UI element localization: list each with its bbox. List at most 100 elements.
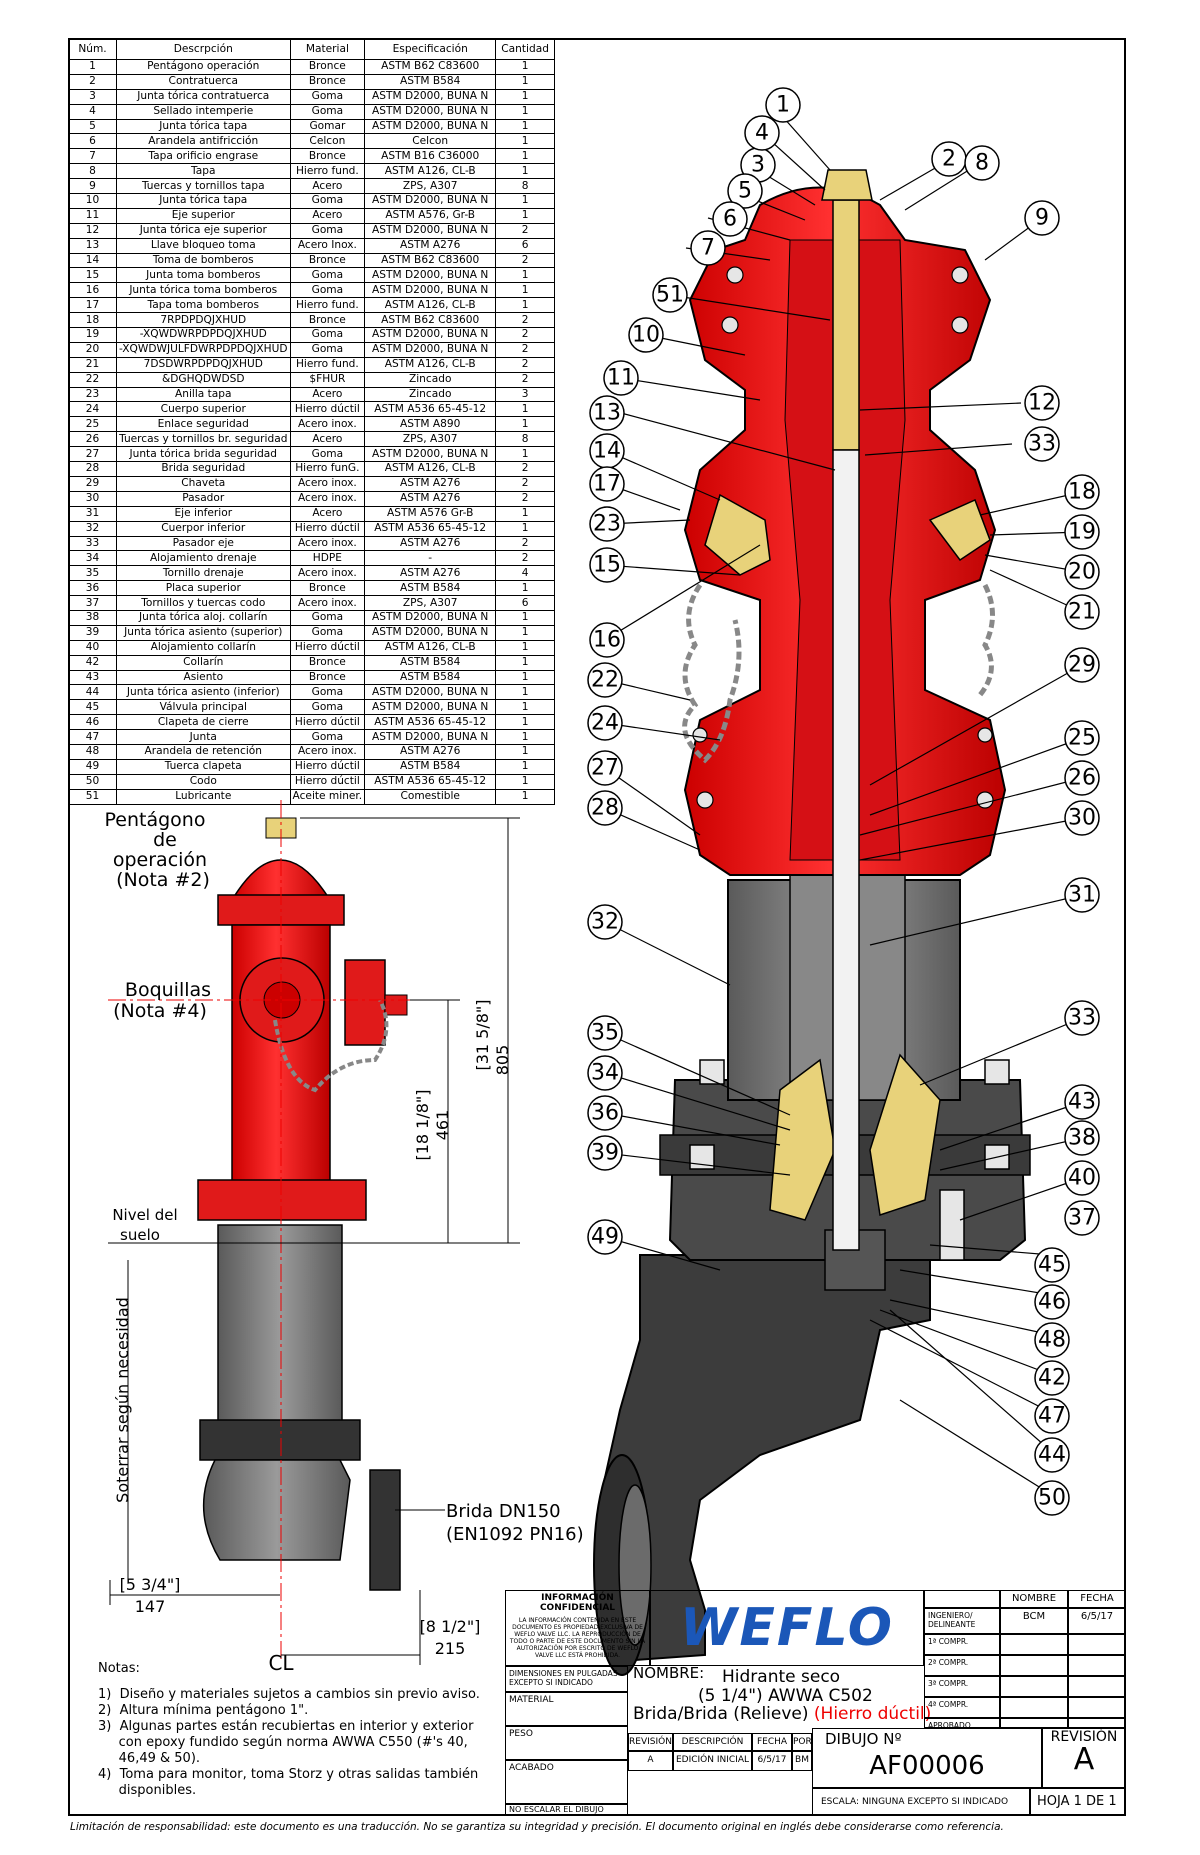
name-line3-text: Brida/Brida (Relieve) bbox=[633, 1704, 809, 1724]
approval-cell: INGENIERO/ DELINEANTE bbox=[924, 1608, 1000, 1634]
callout-circle bbox=[1064, 720, 1100, 756]
approval-cell: APROBADO bbox=[924, 1718, 1000, 1730]
confidential-title: INFORMACIÓN CONFIDENCIAL bbox=[539, 1593, 616, 1613]
callout-number: 34 bbox=[591, 1061, 619, 1086]
ground-label: Nivel del bbox=[112, 1206, 177, 1224]
ground-labels: Nivel del suelo bbox=[112, 1206, 177, 1244]
callout-circle bbox=[589, 622, 625, 658]
bom-cell: 51 bbox=[68, 788, 117, 805]
dim-total-in: [31 5/8"] bbox=[473, 999, 492, 1070]
callout-number: 16 bbox=[593, 628, 621, 653]
disclaimer: Limitación de responsabilidad: este docu… bbox=[70, 1821, 1004, 1833]
callout-circle bbox=[587, 750, 623, 786]
callout-number: 30 bbox=[1068, 806, 1096, 831]
nozzle-label: (Nota #4) bbox=[113, 1000, 207, 1022]
note-line: 4) Toma para monitor, toma Storz y otras… bbox=[98, 1767, 479, 1782]
callout-circle bbox=[744, 115, 780, 151]
callout-circle bbox=[1064, 877, 1100, 913]
upper-stem-11 bbox=[832, 199, 860, 451]
notes-title: Notas: bbox=[98, 1661, 140, 1676]
lower-stem-31 bbox=[832, 449, 860, 1251]
logo-box: WEFLO bbox=[650, 1590, 924, 1666]
callout-number: 23 bbox=[593, 512, 621, 537]
approval-cell bbox=[1068, 1676, 1126, 1697]
approval-cell: FECHA bbox=[1068, 1590, 1126, 1608]
dim-total-mm: 805 bbox=[493, 1045, 512, 1076]
callout-circle bbox=[1064, 554, 1100, 590]
note-line: 3) Algunas partes están recubiertas en i… bbox=[98, 1719, 474, 1734]
callout-circle bbox=[1064, 1084, 1100, 1120]
callout-number: 24 bbox=[591, 711, 619, 736]
callout-circle bbox=[1064, 760, 1100, 796]
side-labels: Pentágono de operación (Nota #2) Boquill… bbox=[105, 809, 212, 1022]
sheet-box: HOJA 1 DE 1 bbox=[1030, 1788, 1126, 1816]
dim-flange-in: [8 1/2"] bbox=[420, 1617, 481, 1636]
bom-cell: ASTM D2000, BUNA N bbox=[364, 267, 497, 284]
callout-number: 51 bbox=[656, 283, 684, 308]
operating-nut-label: Pentágono bbox=[105, 809, 206, 831]
note-line: disponibles. bbox=[98, 1783, 197, 1798]
centerline-label: CL bbox=[268, 1651, 294, 1675]
callout-number: 45 bbox=[1038, 1253, 1066, 1278]
callout-number: 37 bbox=[1068, 1206, 1096, 1231]
approval-cell bbox=[924, 1590, 1000, 1608]
note-line: 46,49 & 50). bbox=[98, 1751, 201, 1766]
callout-circle bbox=[603, 360, 639, 396]
units-box: DIMENSIONES EN PULGADAS EXCEPTO SI INDIC… bbox=[505, 1666, 628, 1692]
revision-box: REVISIÓN A bbox=[1042, 1728, 1126, 1788]
notes-list: 1) Diseño y materiales sujetos a cambios… bbox=[98, 1687, 498, 1799]
callout-circle bbox=[1064, 800, 1100, 836]
callout-number: 1 bbox=[776, 93, 790, 118]
bom-cell: Comestible bbox=[364, 788, 497, 805]
callout-circle bbox=[589, 395, 625, 431]
callout-circle bbox=[628, 317, 664, 353]
callout-circle bbox=[589, 547, 625, 583]
name-label: NOMBRE: bbox=[633, 1664, 705, 1682]
callout-number: 27 bbox=[591, 756, 619, 781]
callout-number: 36 bbox=[591, 1101, 619, 1126]
approval-cell bbox=[1068, 1655, 1126, 1676]
callout-circle bbox=[1064, 1160, 1100, 1196]
callout-circle bbox=[1034, 1322, 1070, 1358]
callout-number: 48 bbox=[1038, 1328, 1066, 1353]
bom-cell: 25 bbox=[68, 416, 117, 433]
callout-circle bbox=[1034, 1398, 1070, 1434]
callout-number: 6 bbox=[723, 207, 737, 232]
callout-circle bbox=[727, 173, 763, 209]
name-line3-red: (Hierro dúctil) bbox=[813, 1704, 932, 1724]
callout-circle bbox=[587, 1095, 623, 1131]
approval-cell bbox=[1068, 1634, 1126, 1655]
valve-seat-43 bbox=[769, 1058, 836, 1221]
bom-header: Descrpción bbox=[115, 38, 291, 60]
callout-number: 40 bbox=[1068, 1166, 1096, 1191]
callout-number: 21 bbox=[1068, 600, 1096, 625]
approval-cell: 1ª COMPR. bbox=[924, 1634, 1000, 1655]
callout-number: 19 bbox=[1068, 520, 1096, 545]
approval-cell bbox=[1000, 1676, 1068, 1697]
chain-22 bbox=[682, 583, 742, 764]
side-chain bbox=[273, 999, 389, 1093]
callout-circle bbox=[1064, 594, 1100, 630]
callout-circle bbox=[690, 230, 726, 266]
revision-cell: FECHA bbox=[752, 1733, 792, 1751]
dimension-lines bbox=[108, 817, 520, 1665]
bom-header-row: Núm. Descrpción Material Especificación … bbox=[68, 38, 555, 60]
callout-number: 26 bbox=[1068, 766, 1096, 791]
callout-circle bbox=[1064, 1000, 1100, 1036]
elbow-50 bbox=[593, 1254, 931, 1662]
callout-number: 3 bbox=[751, 153, 765, 178]
revision-cell: EDICIÓN INICIAL bbox=[673, 1751, 752, 1771]
